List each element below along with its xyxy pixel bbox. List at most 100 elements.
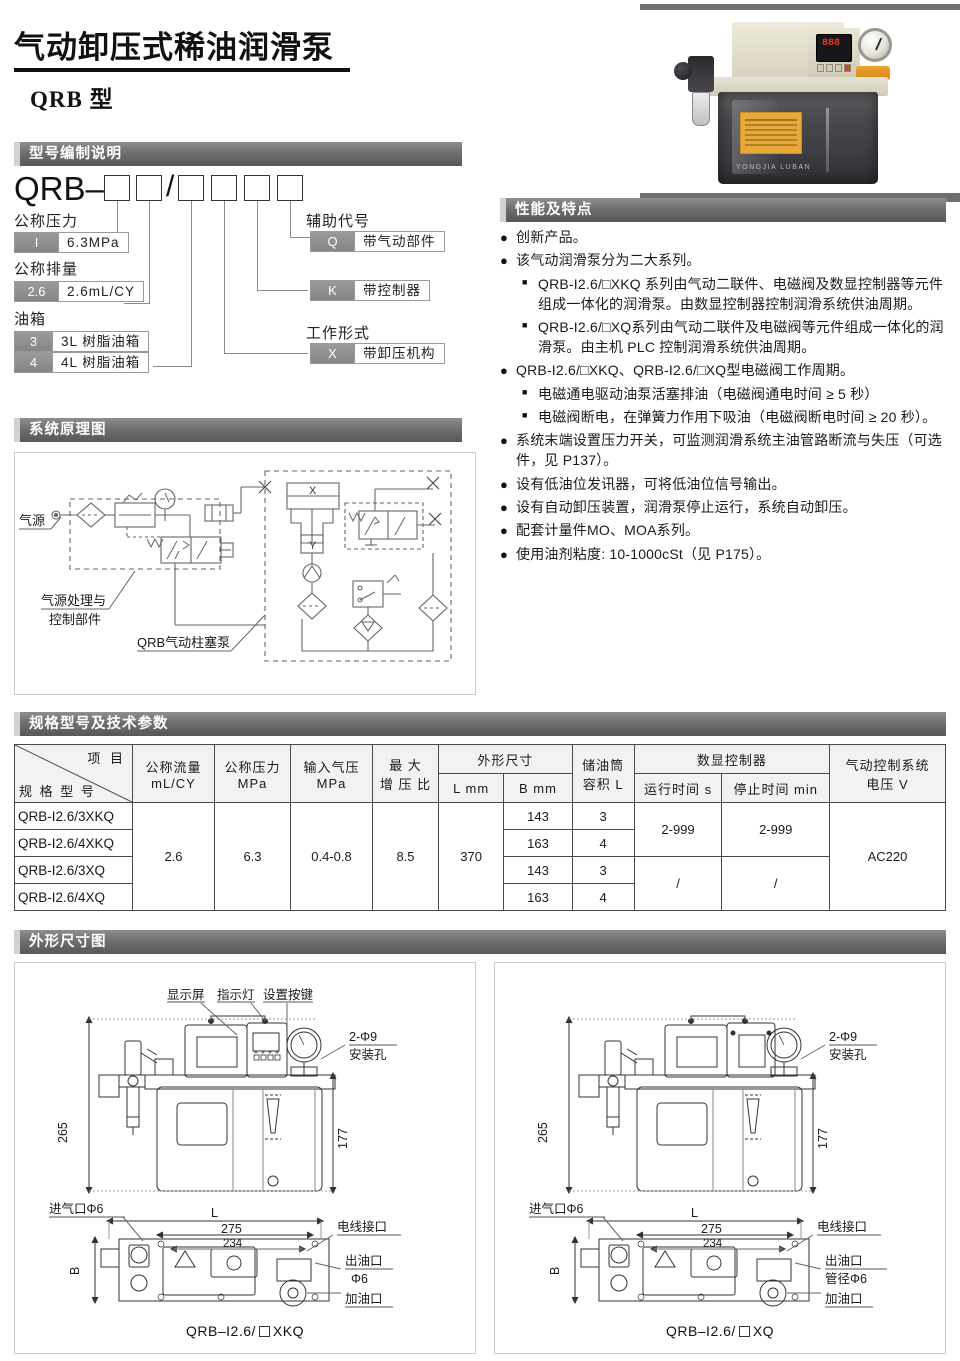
corner-top-label: 项 目 — [87, 751, 126, 766]
th-stop-time: 停止时间 min — [721, 773, 830, 803]
legend-desc: 6.3MPa — [67, 235, 120, 250]
th-voltage: 气动控制系统 电压 V — [829, 744, 946, 803]
legend-desc: 带卸压机构 — [363, 346, 436, 361]
section-header-model-code: 型号编制说明 — [14, 142, 462, 166]
callout-mount-hole2: 安装孔 — [349, 1047, 387, 1062]
round-bullet-icon: ● — [500, 476, 508, 492]
feature-item: ●系统末端设置压力开关，可监测润滑系统主油管路断流与失压（可选件，见 P137）… — [500, 431, 956, 471]
feature-item: ●QRB-I2.6/□XKQ、QRB-I2.6/□XQ型电磁阀工作周期。 — [500, 361, 956, 381]
feature-text: 该气动润滑泵分为二大系列。 — [516, 252, 701, 269]
feature-item: ● 设有低油位发讯器，可将低油位信号输出。 — [500, 475, 956, 495]
legend-code: 4 — [15, 353, 53, 372]
spec-table-wrap: 项 目 规 格 型 号 公称流量 mL/CY 公称压力 MPa 输入气压 MPa… — [14, 744, 946, 911]
feature-text: QRB-I2.6/□XKQ、QRB-I2.6/□XQ型电磁阀工作周期。 — [516, 362, 855, 379]
legend-desc: 带气动部件 — [363, 234, 436, 249]
callout-air-in: 进气口Φ6 — [529, 1201, 583, 1216]
cell-voltage: AC220 — [829, 802, 946, 911]
dim-234: 234 — [223, 1238, 243, 1250]
empty-box-icon — [258, 1326, 270, 1337]
label-pressure: 公称压力 — [14, 213, 79, 230]
dimension-drawing-xkq: 显示屏 指示灯 设置按键 2-Φ9 安装孔 265 177 L 275 234 … — [14, 962, 476, 1354]
feature-item: ●设有自动卸压装置，润滑泵停止运行，系统自动卸压。 — [500, 498, 956, 518]
page-subtitle: QRB 型 — [30, 87, 114, 112]
feature-item: ●使用油剂粘度: 10-1000cSt（见 P175）。 — [500, 545, 956, 565]
callout-display: 显示屏 — [167, 988, 205, 1002]
title-underline — [14, 68, 350, 72]
dim-B: B — [68, 1267, 82, 1275]
th-pressure: 公称压力 MPa — [214, 744, 291, 803]
callout-setting-key: 设置按键 — [263, 987, 314, 1002]
square-bullet-icon: ■ — [522, 386, 528, 397]
connector-displacement-h — [124, 303, 150, 305]
dim-275: 275 — [221, 1222, 242, 1236]
dim-L: L — [211, 1206, 218, 1220]
legend-desc: 3L 树脂油箱 — [61, 334, 141, 349]
table-row: QRB-I2.6/4XQ 163 4 — [14, 883, 946, 911]
th-outline-b: B mm — [503, 773, 573, 803]
code-box-workform — [211, 175, 237, 201]
feature-item: ■ QRB-I2.6/□XQ系列由气动二联件及电磁阀等元件组成一体化的润滑泵。由主… — [500, 318, 956, 358]
warning-label — [740, 112, 802, 154]
cell-tank: 3 — [571, 856, 635, 884]
round-bullet-icon: ● — [500, 523, 508, 539]
th-boost-line2: 增 压 比 — [379, 776, 432, 792]
callout-oil-fill: 加油口 — [825, 1292, 863, 1306]
legend-desc: 带控制器 — [363, 283, 421, 298]
feature-text: QRB-I2.6/□XQ系列由气动二联件及电磁阀等元件组成一体化的润滑泵。由主机… — [538, 319, 944, 355]
cell-width: 143 — [503, 802, 573, 830]
dim-caption-right: QRB–I2.6/XQ — [495, 1323, 945, 1339]
model-code-prefix: QRB– — [14, 170, 104, 207]
callout-mount-hole2: 安装孔 — [829, 1047, 867, 1062]
schematic-svg: X Y — [19, 470, 452, 662]
th-flow: 公称流量 mL/CY — [132, 744, 215, 803]
table-corner-cell: 项 目 规 格 型 号 — [14, 744, 133, 803]
label-displacement: 公称排量 — [14, 261, 79, 278]
photo-bottom-strip — [640, 193, 960, 202]
th-outline: 外形尺寸 — [438, 744, 573, 774]
feature-item: ●配套计量件MO、MOA系列。 — [500, 521, 956, 541]
feature-text: 设有低油位发讯器，可将低油位信号输出。 — [516, 475, 786, 492]
th-boost: 最 大 增 压 比 — [372, 744, 439, 803]
feature-text: 电磁阀断电，在弹簧力作用下吸油（电磁阀断电时间 ≥ 20 秒）。 — [538, 409, 937, 425]
feature-text: QRB-I2.6/□XKQ 系列由气动二联件、电磁阀及数显控制器等元件组成一体化… — [538, 275, 944, 312]
th-flow-line2: mL/CY — [151, 775, 196, 791]
regulator-knob — [674, 62, 692, 80]
section-header-dimensions: 外形尺寸图 — [14, 930, 946, 954]
th-air-input-line2: MPa — [316, 775, 347, 791]
page-title: 气动卸压式稀油润滑泵 — [14, 30, 334, 65]
legend-tank-row-3: 3 3L 树脂油箱 — [14, 331, 150, 352]
spec-table: 项 目 规 格 型 号 公称流量 mL/CY 公称压力 MPa 输入气压 MPa… — [14, 744, 946, 911]
label-aux: 辅助代号 — [306, 213, 371, 230]
th-outline-l: L mm — [437, 773, 505, 803]
label-workform: 工作形式 — [306, 325, 371, 342]
cell-width: 163 — [503, 829, 573, 857]
feature-item: ●该气动润滑泵分为二大系列。 — [500, 251, 956, 271]
dim-275: 275 — [701, 1222, 722, 1236]
pump-buttons — [817, 64, 851, 72]
legend-tank-row-4: 4 4L 树脂油箱 — [14, 352, 150, 373]
schem-label-air-source: 气源 — [19, 513, 45, 528]
dim-234: 234 — [703, 1238, 723, 1250]
th-voltage-line1: 气动控制系统 — [845, 757, 930, 773]
cell-tank: 4 — [571, 883, 635, 911]
round-bullet-icon: ● — [500, 500, 508, 515]
callout-mount-hole: 2-Φ9 — [349, 1030, 377, 1044]
callout-oil-out: 出油口 — [345, 1254, 383, 1268]
feature-text: 电磁通电驱动油泵活塞排油（电磁阀通电时间 ≥ 5 秒） — [538, 385, 879, 402]
square-bullet-icon: ■ — [522, 320, 528, 330]
th-voltage-line2: 电压 V — [866, 776, 909, 792]
table-header-row-2: L mm B mm 运行时间 s 停止时间 min — [15, 773, 946, 803]
dim-svg-right: 2-Φ9 安装孔 265 177 L 275 234 B 进气口Φ6 电线接口 … — [529, 1015, 887, 1308]
connector-workform-v — [224, 201, 226, 354]
dim-265: 265 — [536, 1122, 550, 1143]
feature-text: 系统末端设置压力开关，可监测润滑系统主油管路断流与失压（可选件，见 P137）。 — [516, 432, 942, 469]
tank-tube — [826, 108, 829, 172]
th-air-input: 输入气压 MPa — [290, 744, 373, 803]
th-air-input-line1: 输入气压 — [303, 759, 360, 775]
connector-tank-h — [153, 366, 192, 368]
th-boost-line1: 最 大 — [389, 757, 422, 773]
connector-aux-v — [290, 201, 292, 238]
filter-bowl — [692, 92, 710, 126]
dim-177: 177 — [336, 1128, 350, 1149]
legend-pressure-row: I 6.3MPa — [14, 232, 129, 253]
